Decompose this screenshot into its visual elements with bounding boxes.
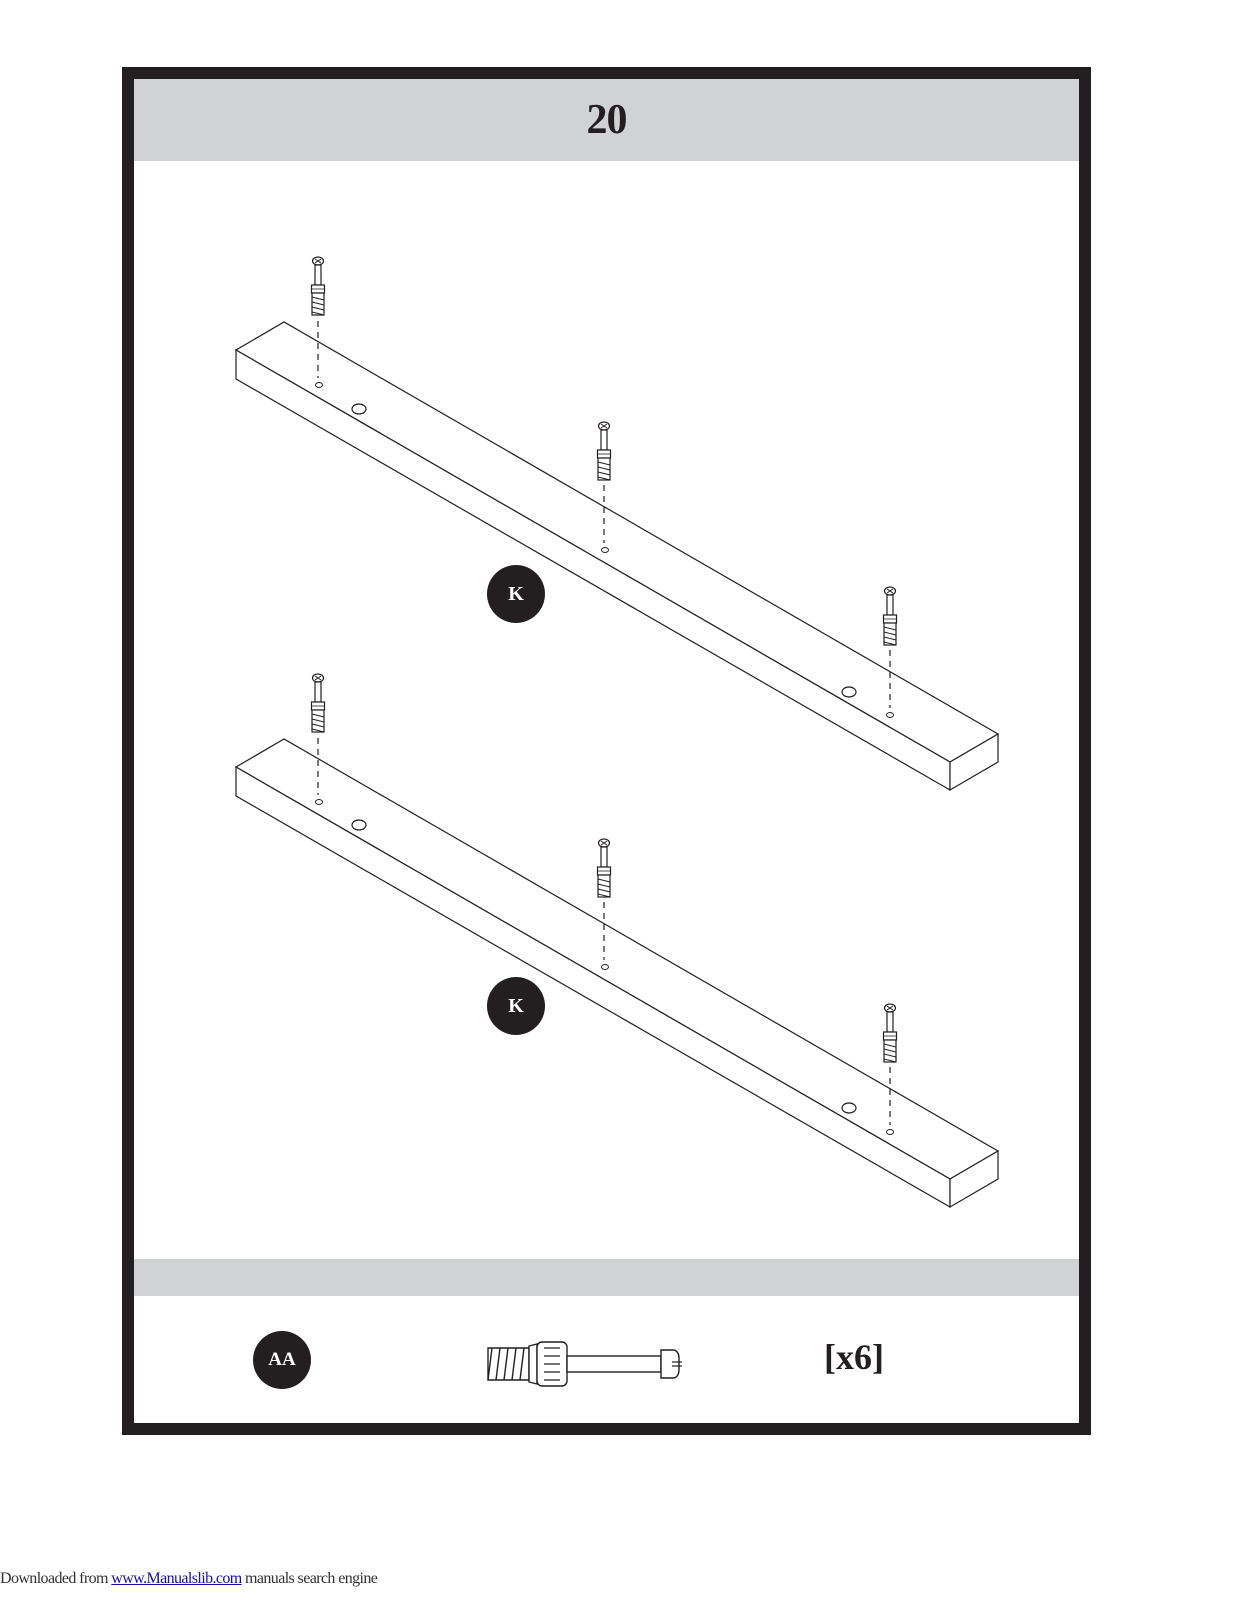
footer-suffix: manuals search engine xyxy=(241,1570,378,1587)
cam-bolt-icon xyxy=(487,1341,682,1387)
assembly-illustration xyxy=(234,256,1000,1209)
footer-prefix: Downloaded from xyxy=(0,1570,112,1587)
hardware-label-aa: AA xyxy=(253,1331,311,1389)
instruction-frame: 20 xyxy=(122,67,1091,1435)
step-number: 20 xyxy=(586,97,628,143)
hardware-header-bar xyxy=(134,1259,1079,1296)
rail-top xyxy=(234,256,1000,792)
part-label-k-bottom: K xyxy=(487,977,545,1035)
step-header: 20 xyxy=(134,79,1079,161)
hardware-quantity: [x6] xyxy=(824,1337,884,1377)
download-footer: Downloaded from www.Manualslib.com manua… xyxy=(0,1570,378,1588)
hardware-row: AA [x6] xyxy=(134,1296,1079,1423)
part-label-k-top: K xyxy=(487,565,545,623)
rail-bottom xyxy=(234,673,1000,1209)
manualslib-link[interactable]: www.Manualslib.com xyxy=(111,1570,242,1587)
